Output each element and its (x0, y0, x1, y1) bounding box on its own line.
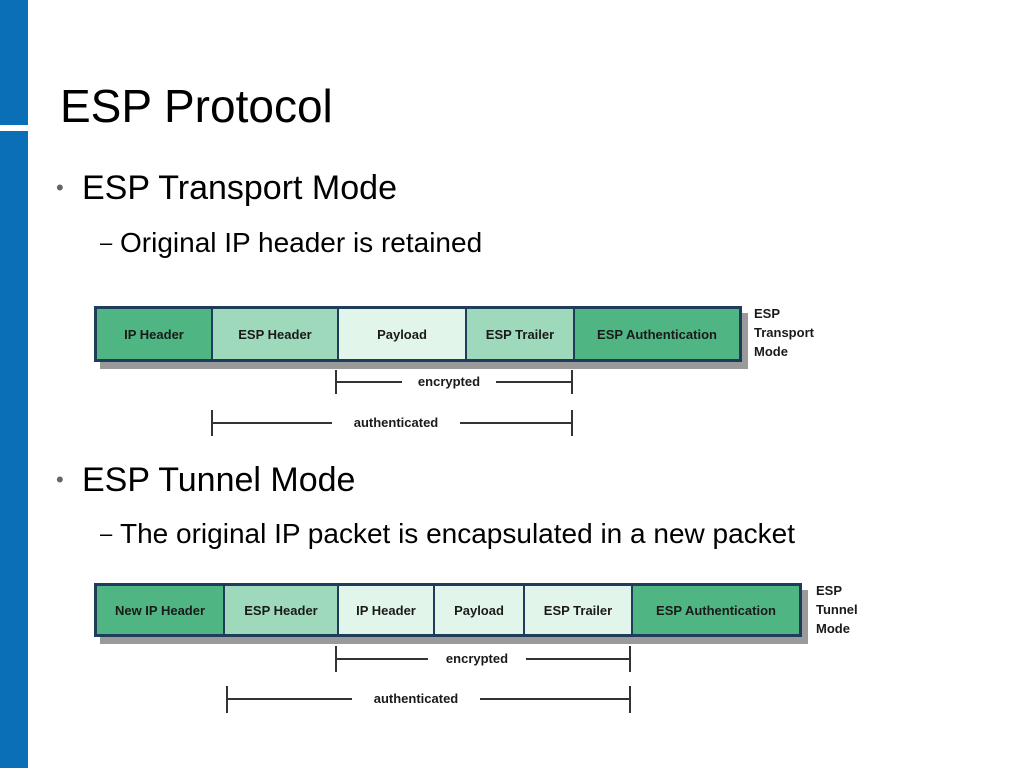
slide-title: ESP Protocol (60, 80, 333, 132)
packet-segment: IP Header (339, 586, 435, 634)
sub-bullet-tunnel: – The original IP packet is encapsulated… (100, 517, 796, 551)
tunnel-encrypted-bracket: encrypted (335, 646, 631, 672)
sidebar-accent-bottom (0, 131, 28, 768)
packet-segment: ESP Authentication (575, 309, 739, 359)
bullet-transport-mode: • ESP Transport Mode (56, 168, 397, 208)
sub-bullet-transport: – Original IP header is retained (100, 226, 483, 260)
packet-segment: Payload (339, 309, 467, 359)
mode-label-line: ESP (754, 306, 781, 321)
encrypted-label: encrypted (446, 651, 508, 666)
dash-icon: – (100, 230, 113, 255)
bullet-text: ESP Transport Mode (82, 169, 397, 207)
packet-segment: Payload (435, 586, 525, 634)
tunnel-mode-label: ESP Tunnel Mode (816, 581, 858, 638)
packet-segment: ESP Trailer (467, 309, 575, 359)
transport-authenticated-bracket: authenticated (211, 410, 573, 436)
mode-label-line: ESP (816, 583, 843, 598)
sub-bullet-text: Original IP header is retained (120, 227, 483, 258)
encrypted-label: encrypted (418, 374, 480, 389)
bullet-text: ESP Tunnel Mode (82, 461, 356, 499)
authenticated-label: authenticated (354, 415, 439, 430)
bullet-tunnel-mode: • ESP Tunnel Mode (56, 460, 356, 500)
sidebar-accent-top (0, 0, 28, 125)
mode-label-line: Transport (754, 325, 814, 340)
mode-label-line: Tunnel (816, 602, 858, 617)
packet-segment: ESP Trailer (525, 586, 633, 634)
transport-mode-label: ESP Transport Mode (754, 304, 814, 361)
sub-bullet-text: The original IP packet is encapsulated i… (120, 518, 796, 549)
packet-segment: New IP Header (97, 586, 225, 634)
packet-segment: ESP Header (213, 309, 339, 359)
packet-segment: ESP Authentication (633, 586, 799, 634)
bullet-dot-icon: • (56, 175, 64, 200)
tunnel-authenticated-bracket: authenticated (226, 686, 631, 713)
mode-label-line: Mode (816, 621, 850, 636)
packet-segment: IP Header (97, 309, 213, 359)
transport-encrypted-bracket: encrypted (335, 370, 573, 394)
mode-label-line: Mode (754, 344, 788, 359)
packet-segment: ESP Header (225, 586, 339, 634)
authenticated-label: authenticated (374, 691, 459, 706)
dash-icon: – (100, 521, 113, 546)
bullet-dot-icon: • (56, 467, 64, 492)
title-divider (0, 125, 56, 131)
